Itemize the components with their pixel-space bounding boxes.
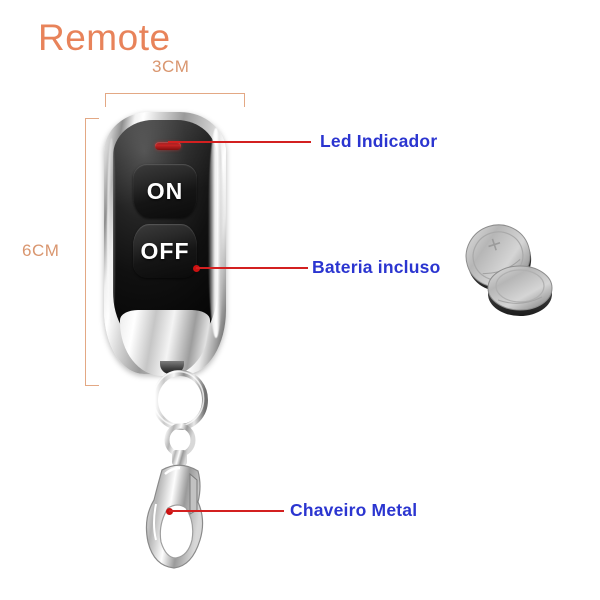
height-dimension-label: 6CM bbox=[22, 241, 60, 260]
height-dimension-bracket bbox=[85, 118, 99, 386]
metal-keychain-image bbox=[128, 368, 232, 580]
keychain-svg bbox=[145, 370, 208, 569]
keychain-callout-line bbox=[169, 510, 284, 512]
clasp-neck bbox=[172, 450, 187, 466]
led-indicator bbox=[155, 142, 181, 150]
battery-front bbox=[487, 265, 553, 316]
page-title: Remote bbox=[38, 17, 171, 58]
remote-front-face: ON OFF bbox=[113, 120, 217, 344]
keychain-callout-label: Chaveiro Metal bbox=[290, 500, 418, 520]
led-indicator-callout-label: Led Indicador bbox=[320, 131, 438, 151]
width-dimension-bracket bbox=[105, 93, 245, 107]
swivel-link bbox=[164, 423, 196, 457]
on-button[interactable]: ON bbox=[133, 164, 197, 218]
width-dimension-label: 3CM bbox=[152, 57, 190, 76]
remote-left-rim-highlight bbox=[107, 138, 116, 324]
remote-control-image: ON OFF bbox=[104, 112, 226, 376]
clasp-gate bbox=[189, 472, 198, 515]
led-indicator-callout-line bbox=[168, 141, 311, 143]
clasp-opening bbox=[159, 504, 194, 559]
coin-cell-batteries-image bbox=[452, 216, 562, 320]
batteries-svg bbox=[465, 224, 553, 316]
battery-callout-line bbox=[196, 267, 308, 269]
remote-right-rim-highlight bbox=[208, 128, 224, 338]
battery-callout-label: Bateria incluso bbox=[312, 257, 441, 277]
off-button[interactable]: OFF bbox=[133, 224, 197, 278]
